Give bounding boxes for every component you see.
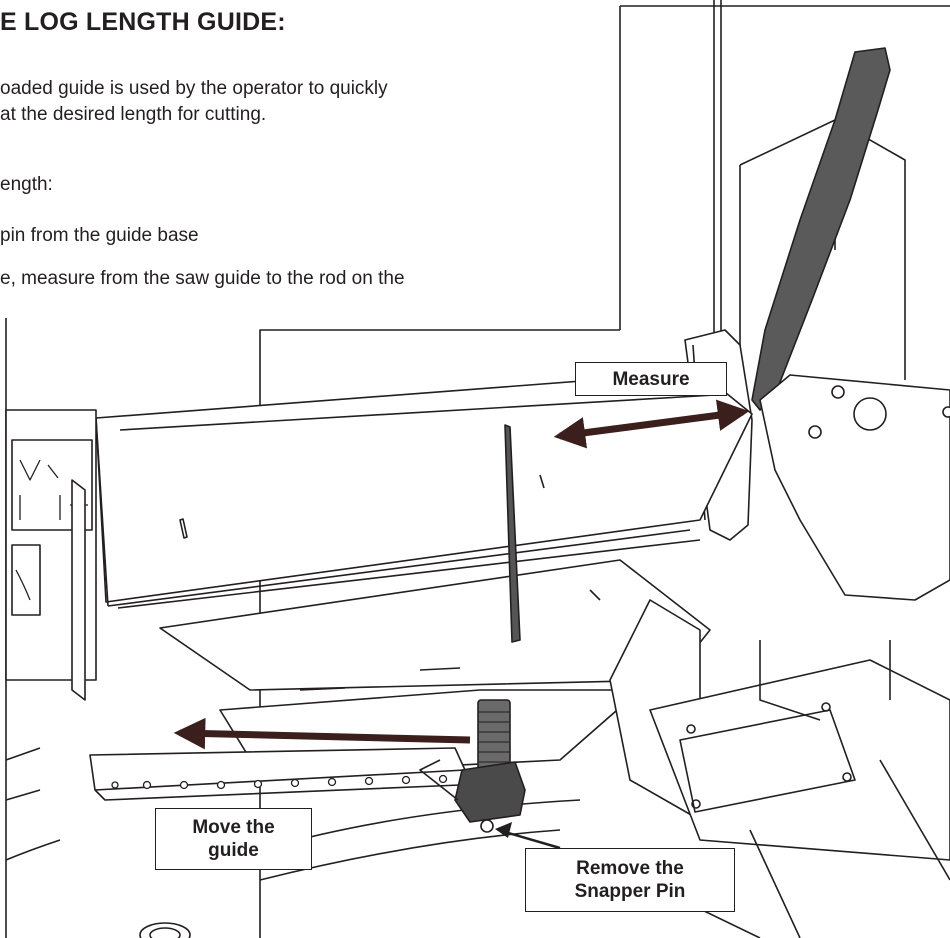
step-1-line: pin from the guide base: [0, 225, 199, 246]
step-2-line: e, measure from the saw guide to the rod…: [0, 268, 405, 289]
move-guide-callout-line2: guide: [208, 840, 259, 861]
snapper-pin-block: [454, 761, 526, 823]
section-heading: E LOG LENGTH GUIDE:: [0, 8, 286, 36]
snapper-pin-clip: [419, 759, 459, 801]
measure-callout-text: Measure: [612, 368, 690, 390]
remove-pin-callout-line2: Snapper Pin: [574, 881, 686, 902]
remove-pin-callout: Remove the Snapper Pin: [525, 848, 735, 912]
length-rod: [504, 424, 521, 643]
step-intro-line: ength:: [0, 174, 53, 195]
measure-callout: Measure: [575, 362, 727, 396]
move-guide-callout: Move the guide: [155, 808, 312, 870]
remove-pin-pointer: [504, 830, 561, 850]
log-trough: [95, 371, 753, 603]
move-guide-callout-line1: Move the: [192, 817, 275, 838]
instruction-text-block: E LOG LENGTH GUIDE: oaded guide is used …: [0, 0, 600, 320]
snapper-pin-knob: [480, 819, 494, 833]
paragraph-line-1: oaded guide is used by the operator to q…: [0, 78, 388, 99]
antenna-rod: [713, 0, 722, 350]
remove-pin-callout-line1: Remove the: [576, 858, 684, 879]
move-guide-arrow: [173, 717, 471, 750]
right-mount-plate: [759, 374, 950, 601]
paragraph-line-2: at the desired length for cutting.: [0, 104, 267, 125]
measure-arrow: [553, 399, 750, 449]
